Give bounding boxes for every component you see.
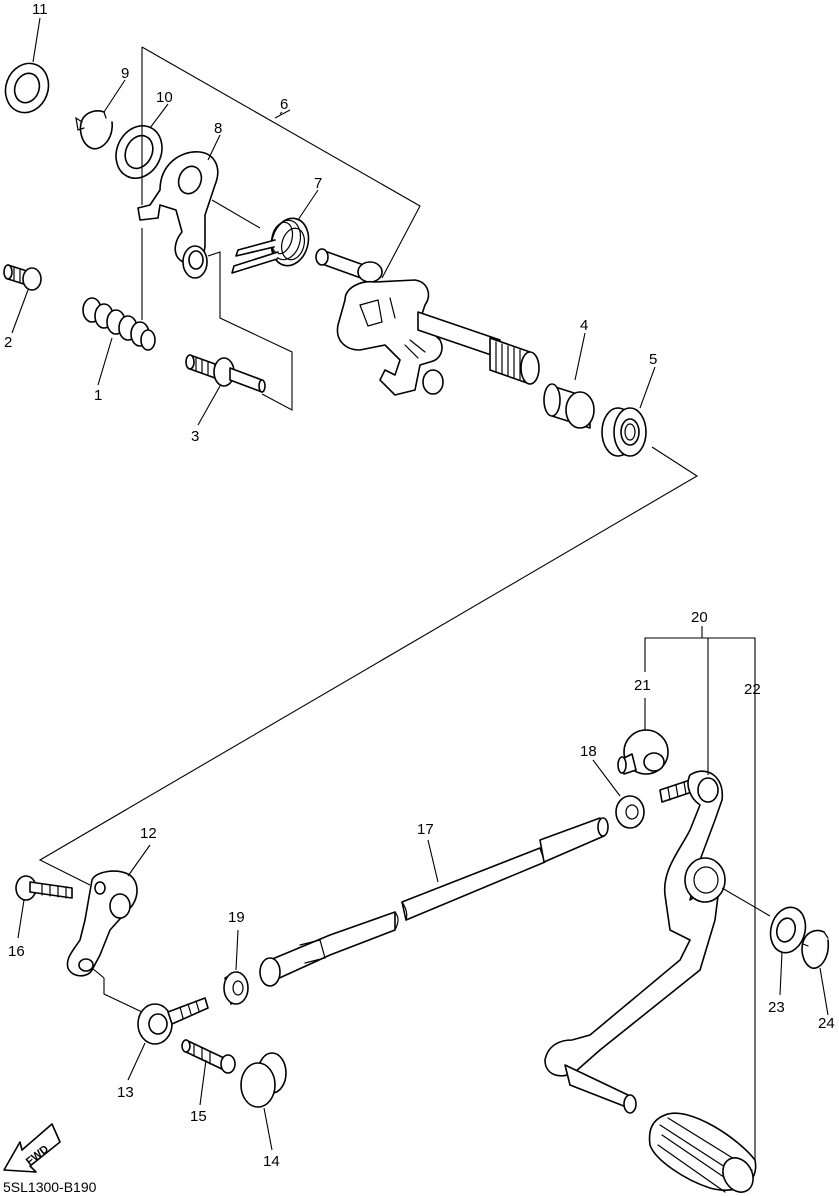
part-19-nut: [223, 971, 249, 1005]
callout-24: 24: [818, 1015, 835, 1032]
callout-3: 3: [191, 428, 199, 445]
diagram-code: 5SL1300-B190: [3, 1179, 97, 1195]
callout-8: 8: [214, 120, 222, 137]
part-3-stopper-bolt: [185, 354, 266, 393]
part-9-circlip: [75, 110, 113, 150]
part-14-cap: [240, 1052, 287, 1108]
part-7-torsion-spring: [231, 217, 310, 274]
callout-10: 10: [156, 89, 173, 106]
leader-lines: [11, 17, 829, 1160]
callout-16: 16: [8, 943, 25, 960]
part-22-foot-peg-rubber: [648, 1112, 757, 1193]
callout-22: 22: [744, 681, 761, 698]
callout-17: 17: [417, 821, 434, 838]
part-18-nut: [615, 795, 645, 829]
callout-11: 11: [32, 1, 48, 18]
part-10-washer: [115, 125, 163, 179]
part-8-stopper-lever: [137, 151, 219, 279]
callout-7: 7: [314, 175, 322, 192]
callout-15: 15: [190, 1108, 207, 1125]
part-4-collar: [543, 383, 595, 429]
callout-2: 2: [4, 334, 12, 351]
part-16-bolt: [15, 875, 73, 901]
part-24-circlip: [801, 929, 830, 969]
part-13-rod-end: [137, 997, 209, 1045]
part-1-compression-spring: [82, 297, 156, 351]
callout-20: 20: [691, 609, 708, 626]
callout-13: 13: [117, 1084, 134, 1101]
part-21-rod-end: [617, 729, 669, 775]
part-15-bolt: [181, 1039, 236, 1074]
callout-23: 23: [768, 999, 785, 1016]
callout-1: 1: [94, 387, 102, 404]
part-17-shift-rod: [259, 817, 609, 987]
fwd-arrow-icon: FWD: [3, 1123, 61, 1173]
callout-21: 21: [634, 677, 651, 694]
part-11-washer: [4, 62, 50, 114]
callout-numbers: 11 9 10 6 8 7 4 2 5 1 3 20 21 22 18 17 1…: [4, 1, 835, 1170]
part-2-dowel-pin: [3, 264, 42, 291]
callout-6: 6: [280, 96, 288, 113]
part-6-shift-shaft: [315, 248, 540, 396]
callout-14: 14: [263, 1153, 280, 1170]
callout-12: 12: [140, 825, 157, 842]
part-5-oil-seal: [601, 407, 647, 457]
callout-18: 18: [580, 743, 597, 760]
callout-4: 4: [580, 317, 588, 334]
callout-9: 9: [121, 65, 129, 82]
callout-5: 5: [649, 351, 657, 368]
part-12-shift-arm: [66, 870, 138, 977]
callout-19: 19: [228, 909, 245, 926]
part-20-shift-pedal: [544, 770, 726, 1114]
